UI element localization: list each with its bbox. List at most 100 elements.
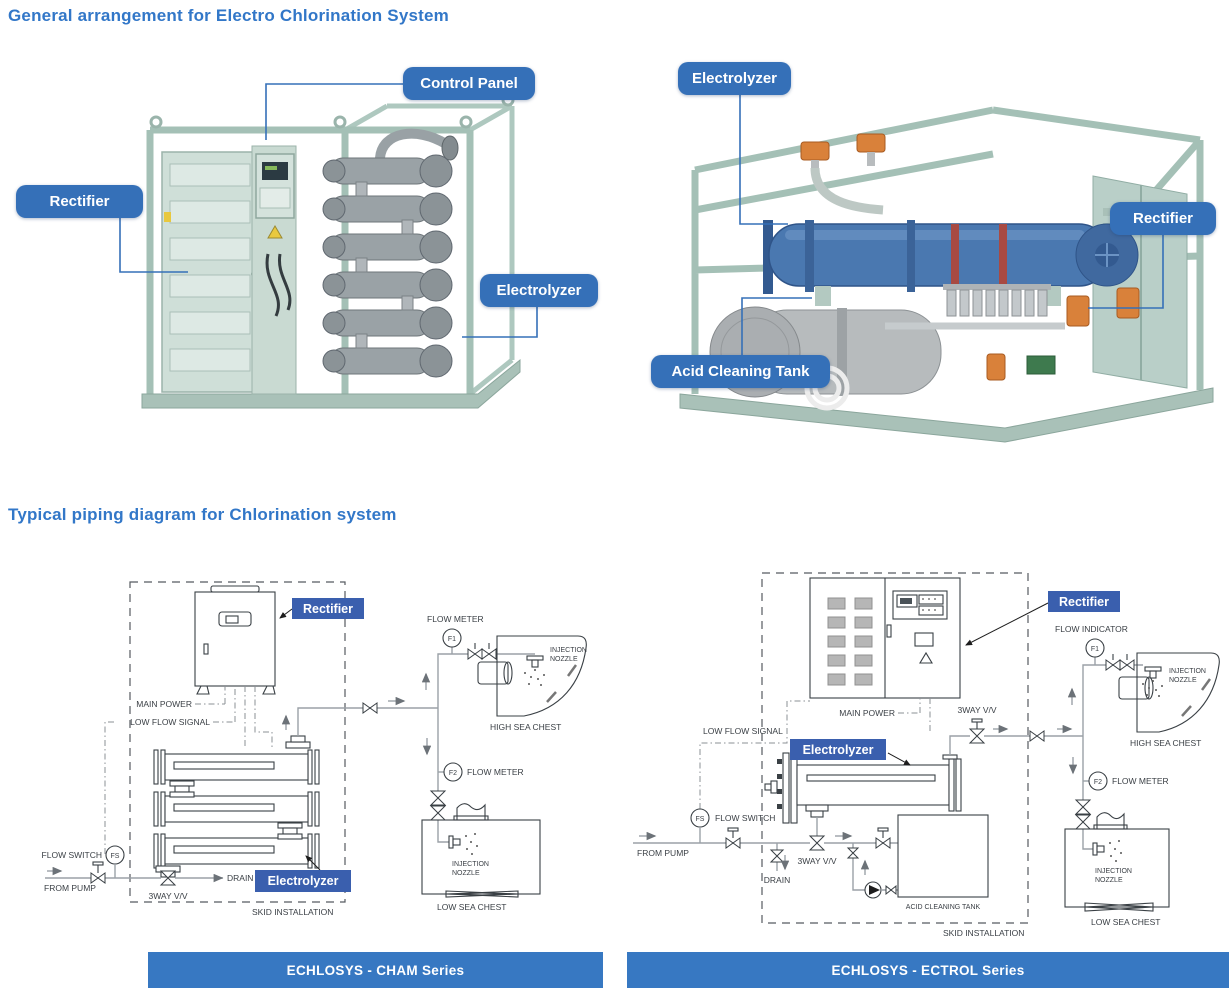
low-flow-signal-wire (699, 700, 810, 809)
spray-dots (1142, 680, 1163, 697)
rectifier-cabinet-symbol (194, 585, 276, 695)
nozzle-label: NOZZLE (1169, 677, 1197, 684)
high-sea-chest: INJECTION NOZZLE (1118, 652, 1220, 733)
low-flow-signal-wire (213, 686, 236, 723)
acid-pump-icon (869, 885, 880, 895)
flow-meter-label: FLOW METER (1112, 776, 1169, 786)
three-way-valve-label: 3WAY V/V (797, 856, 836, 866)
f2-tag: F2 (1094, 779, 1102, 786)
spray-dots (1109, 840, 1122, 862)
three-way-valve-icon (968, 718, 986, 744)
callout-rectifier-ectrol: Rectifier (1110, 202, 1216, 235)
product-pipe (949, 735, 1083, 755)
flow-switch-label: FLOW SWITCH (42, 850, 102, 860)
nozzle-label: NOZZLE (1095, 877, 1123, 884)
acid-loop-pipe (852, 843, 865, 891)
injection-label: INJECTION (1095, 868, 1132, 875)
cham-unit-photo (141, 93, 521, 409)
lifting-eye-icon (459, 115, 473, 129)
nozzle-label: NOZZLE (550, 656, 578, 663)
three-way-valve-label: 3WAY V/V (148, 891, 187, 901)
diagram-label-rectifier: Rectifier (965, 591, 1120, 646)
valve-icon (769, 849, 785, 863)
flow-indicator-instrument (1085, 638, 1105, 658)
double-valve-icon (1105, 654, 1135, 671)
high-line-pipe (437, 653, 535, 708)
fs-tag: FS (111, 853, 120, 860)
section-title-arrangement: General arrangement for Electro Chlorina… (8, 6, 449, 25)
valve-icon (362, 702, 378, 714)
valve-icon (90, 861, 106, 884)
cham-rectifier-cabinet (161, 151, 259, 393)
cham-base-skid (141, 358, 521, 409)
three-way-valve-label: 3WAY V/V (957, 705, 996, 715)
cell-inlet-flange (285, 735, 311, 749)
top-piping (810, 167, 884, 215)
f1-tag: F1 (448, 636, 456, 643)
lifting-eye-icon (333, 115, 347, 129)
diagram-label-electrolyzer: Electrolyzer (255, 855, 351, 892)
flow-meter-label: FLOW METER (467, 767, 524, 777)
callout-rectifier-cham: Rectifier (16, 185, 143, 218)
electrolyzer-label: Electrolyzer (268, 874, 339, 888)
diagram-label-electrolyzer: Electrolyzer (790, 739, 911, 766)
fs-tag: FS (696, 816, 705, 823)
three-way-valve-icon (159, 870, 177, 886)
valve-icon (875, 827, 891, 849)
ectrol-frame (691, 106, 1204, 394)
main-power-label: MAIN POWER (839, 708, 895, 718)
ectrol-manifold (943, 284, 1051, 317)
injection-label: INJECTION (452, 861, 489, 868)
low-line-pipe (437, 708, 449, 843)
from-pump-label: FROM PUMP (637, 848, 689, 858)
electrolyzer-symbol (764, 752, 962, 824)
injection-label: INJECTION (550, 647, 587, 654)
flow-switch-label: FLOW SWITCH (715, 813, 775, 823)
callout-control-panel: Control Panel (403, 67, 535, 100)
strainer-icon (445, 890, 519, 898)
electrolyzer-cell-symbol (153, 833, 320, 869)
main-power-wire (898, 698, 931, 731)
spray-dots (465, 833, 478, 855)
product-pipe (297, 707, 438, 736)
cell-coupling (277, 822, 303, 840)
injection-label: INJECTION (1169, 668, 1206, 675)
skid-installation-label: SKID INSTALLATION (943, 928, 1024, 938)
warning-sticker-icon (164, 212, 171, 222)
spray-dots (524, 669, 545, 686)
rectifier-cabinet-symbol (809, 577, 961, 699)
drain-label: DRAIN (227, 873, 253, 883)
warning-triangle-icon (919, 651, 933, 664)
nozzle-label: NOZZLE (452, 870, 480, 877)
skid-boundary (129, 581, 346, 903)
rectifier-label: Rectifier (1059, 595, 1109, 609)
ectrol-unit-photo (679, 106, 1214, 443)
electrolyzer-cell-symbol (153, 749, 320, 785)
callout-acid-cleaning-tank: Acid Cleaning Tank (651, 355, 830, 388)
flow-meter-instrument (1088, 771, 1108, 791)
drain-label: DRAIN (764, 875, 790, 885)
low-flow-signal-label: LOW FLOW SIGNAL (703, 726, 783, 736)
piping-diagram-ectrol: SKID INSTALLATION Rectifier (633, 572, 1220, 938)
rectifier-label: Rectifier (303, 602, 353, 616)
dc-power-wires (244, 686, 273, 748)
strainer-icon (1084, 902, 1154, 912)
power-cables (265, 253, 292, 317)
low-flow-signal-label: LOW FLOW SIGNAL (130, 717, 210, 727)
callout-electrolyzer-cham: Electrolyzer (480, 274, 598, 307)
callout-electrolyzer-ectrol: Electrolyzer (678, 62, 791, 95)
ectrol-orange-actuators (800, 133, 886, 174)
ectrol-base-skid (679, 387, 1214, 443)
high-sea-chest-label: HIGH SEA CHEST (490, 722, 561, 732)
f1-tag: F1 (1091, 646, 1099, 653)
high-sea-chest-label: HIGH SEA CHEST (1130, 738, 1201, 748)
low-sea-chest: INJECTION NOZZLE (421, 803, 541, 898)
flow-switch-signal-wire (104, 721, 114, 856)
electrolyzer-label: Electrolyzer (803, 743, 874, 757)
valve-icon (429, 790, 447, 821)
flow-meter-instrument (443, 762, 463, 782)
section-title-piping: Typical piping diagram for Chlorination … (8, 505, 397, 524)
low-sea-chest-label: LOW SEA CHEST (1091, 917, 1160, 927)
flow-meter-label: FLOW METER (427, 614, 484, 624)
